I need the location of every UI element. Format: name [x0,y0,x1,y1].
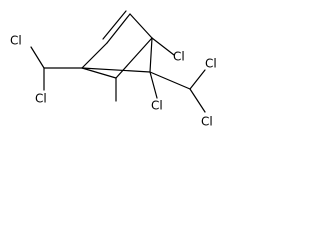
bond-alkene-to-bridgehead-right [129,13,153,39]
chlorine-label-lower-carbon: Cl [151,99,163,113]
bond-lower-carbon-to-chcl2 [149,71,191,90]
bond-bridge-to-bridgehead-right [115,37,153,79]
bond-right-chcl2-to-cl-lower [189,88,206,113]
chlorine-label-right-upper: Cl [205,57,217,71]
chlorine-label-left-lower: Cl [35,92,47,106]
bond-lower-carbon-to-cl [149,71,158,99]
bond-left-chcl2-to-cl-upper [30,46,45,69]
bond-bridgehead-left-to-alkene [81,42,108,69]
bond-right-chcl2-to-cl-upper [189,69,206,90]
chlorine-label-right-lower: Cl [201,115,213,129]
molecule-structure: Cl Cl Cl Cl Cl Cl [10,10,217,129]
chlorine-label-left-upper: Cl [10,34,22,48]
bond-bridgehead-right-to-cl [151,37,175,56]
chlorine-label-bridgehead: Cl [173,50,185,64]
bond-bridgehead-left-to-bridge [81,67,117,79]
bond-bridgehead-left-to-lower-carbon [81,67,151,73]
bond-bridgehead-right-to-lower-carbon [149,37,153,73]
bond-alkene-double-2 [102,10,127,40]
bond-alkene-double-1 [106,13,131,44]
